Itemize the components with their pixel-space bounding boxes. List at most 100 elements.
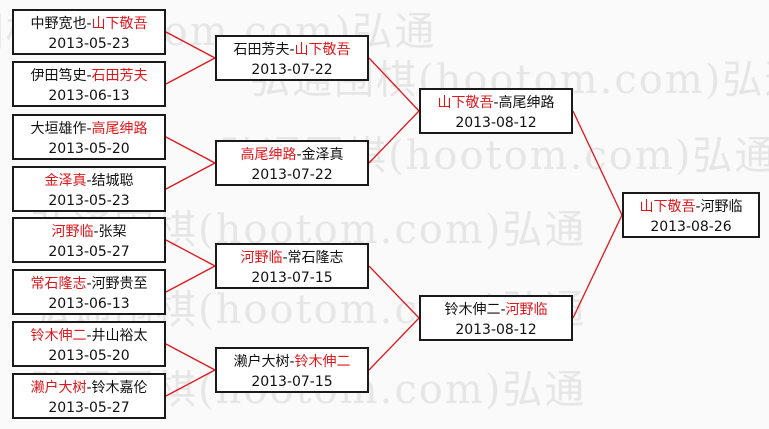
- match-players: 金泽真-结城聪: [14, 168, 164, 191]
- match-date: 2013-05-20: [48, 348, 130, 364]
- versus-separator: -: [86, 276, 92, 292]
- versus-separator: -: [282, 250, 288, 266]
- match-date: 2013-08-26: [650, 219, 732, 235]
- player-two-name: 井山裕太: [91, 328, 148, 344]
- match-date: 2013-05-20: [48, 141, 130, 157]
- round-1-match-box: 常石隆志-河野贵至 2013-06-13: [12, 269, 166, 315]
- bracket-connector-line: [165, 136, 216, 164]
- round-1-match-box: 铃木伸二-井山裕太 2013-05-20: [12, 321, 166, 367]
- player-two-name: 河野临: [700, 199, 743, 215]
- match-date: 2013-07-15: [251, 374, 333, 390]
- player-two-name: 河野临: [505, 302, 548, 318]
- player-two-name: 山下敬吾: [91, 16, 148, 32]
- bracket-connector-line: [165, 343, 216, 371]
- player-two-name: 高尾绅路: [498, 95, 555, 111]
- player-one-name: 中野宽也: [30, 16, 87, 32]
- versus-separator: -: [500, 302, 506, 318]
- match-date: 2013-08-12: [455, 322, 537, 338]
- bracket-connector-line: [572, 214, 623, 319]
- player-one-name: 伊田笃史: [30, 68, 87, 84]
- match-date: 2013-07-22: [251, 167, 333, 183]
- versus-separator: -: [289, 42, 295, 58]
- semifinal-match-box: 山下敬吾-高尾绅路 2013-08-12: [419, 88, 573, 134]
- player-two-name: 高尾绅路: [91, 121, 148, 137]
- player-two-name: 铃木伸二: [294, 354, 351, 370]
- match-players: 河野临-张栔: [14, 219, 164, 242]
- match-date: 2013-08-12: [455, 115, 537, 131]
- versus-separator: -: [289, 354, 295, 370]
- round-2-match-box: 河野临-常石隆志 2013-07-15: [215, 243, 369, 289]
- round-1-match-box: 金泽真-结城聪 2013-05-23: [12, 166, 166, 212]
- versus-separator: -: [86, 16, 92, 32]
- match-date: 2013-07-15: [251, 270, 333, 286]
- match-date: 2013-06-13: [48, 296, 130, 312]
- match-players: 常石隆志-河野贵至: [14, 271, 164, 294]
- player-one-name: 大垣雄作: [30, 121, 87, 137]
- player-one-name: 常石隆志: [30, 276, 87, 292]
- bracket-connector-line: [368, 110, 420, 164]
- bracket-connector-line: [572, 110, 623, 216]
- match-date: 2013-05-27: [48, 244, 130, 260]
- match-players: 山下敬吾-高尾绅路: [421, 90, 571, 113]
- bracket-connector-line: [368, 265, 420, 319]
- round-2-match-box: 高尾绅路-金泽真 2013-07-22: [215, 140, 369, 186]
- round-1-match-box: 濑户大树-铃木嘉伦 2013-05-27: [12, 373, 166, 419]
- bracket-connector-line: [165, 57, 216, 85]
- versus-separator: -: [93, 224, 99, 240]
- bracket-connector-line: [165, 369, 216, 397]
- bracket-connector-line: [368, 57, 420, 112]
- round-1-match-box: 河野临-张栔 2013-05-27: [12, 217, 166, 263]
- match-players: 山下敬吾-河野临: [624, 194, 758, 217]
- match-players: 濑户大树-铃木伸二: [217, 349, 367, 372]
- match-players: 石田芳夫-山下敬吾: [217, 37, 367, 60]
- match-date: 2013-05-27: [48, 400, 130, 416]
- match-date: 2013-05-23: [48, 193, 130, 209]
- round-2-match-box: 石田芳夫-山下敬吾 2013-07-22: [215, 35, 369, 81]
- player-one-name: 铃木伸二: [444, 302, 501, 318]
- versus-separator: -: [695, 199, 701, 215]
- round-1-match-box: 大垣雄作-高尾绅路 2013-05-20: [12, 114, 166, 160]
- versus-separator: -: [86, 380, 92, 396]
- versus-separator: -: [296, 147, 302, 163]
- player-one-name: 河野临: [240, 250, 283, 266]
- bracket-connector-line: [368, 317, 420, 371]
- match-players: 大垣雄作-高尾绅路: [14, 116, 164, 139]
- player-two-name: 铃木嘉伦: [91, 380, 148, 396]
- match-players: 伊田笃史-石田芳夫: [14, 63, 164, 86]
- player-two-name: 金泽真: [301, 147, 344, 163]
- match-date: 2013-07-22: [251, 62, 333, 78]
- match-players: 铃木伸二-井山裕太: [14, 323, 164, 346]
- player-two-name: 河野贵至: [91, 276, 148, 292]
- player-two-name: 石田芳夫: [91, 68, 148, 84]
- match-players: 河野临-常石隆志: [217, 245, 367, 268]
- bracket-connector-line: [165, 31, 216, 59]
- versus-separator: -: [493, 95, 499, 111]
- match-players: 铃木伸二-河野临: [421, 297, 571, 320]
- versus-separator: -: [86, 68, 92, 84]
- player-one-name: 金泽真: [44, 173, 87, 189]
- player-two-name: 常石隆志: [287, 250, 344, 266]
- player-two-name: 张栔: [98, 224, 127, 240]
- bracket-connector-line: [165, 239, 216, 267]
- player-one-name: 铃木伸二: [30, 328, 87, 344]
- round-2-match-box: 濑户大树-铃木伸二 2013-07-15: [215, 347, 369, 393]
- final-match-box: 山下敬吾-河野临 2013-08-26: [622, 192, 760, 238]
- player-one-name: 濑户大树: [30, 380, 87, 396]
- player-one-name: 河野临: [51, 224, 94, 240]
- player-one-name: 山下敬吾: [437, 95, 494, 111]
- player-two-name: 结城聪: [91, 173, 134, 189]
- bracket-connector-line: [165, 162, 216, 190]
- semifinal-match-box: 铃木伸二-河野临 2013-08-12: [419, 295, 573, 341]
- player-one-name: 石田芳夫: [233, 42, 290, 58]
- player-one-name: 山下敬吾: [639, 199, 696, 215]
- match-players: 高尾绅路-金泽真: [217, 142, 367, 165]
- bracket-connector-line: [165, 265, 216, 293]
- match-players: 濑户大树-铃木嘉伦: [14, 375, 164, 398]
- match-date: 2013-06-13: [48, 88, 130, 104]
- versus-separator: -: [86, 328, 92, 344]
- player-one-name: 高尾绅路: [240, 147, 297, 163]
- player-one-name: 濑户大树: [233, 354, 290, 370]
